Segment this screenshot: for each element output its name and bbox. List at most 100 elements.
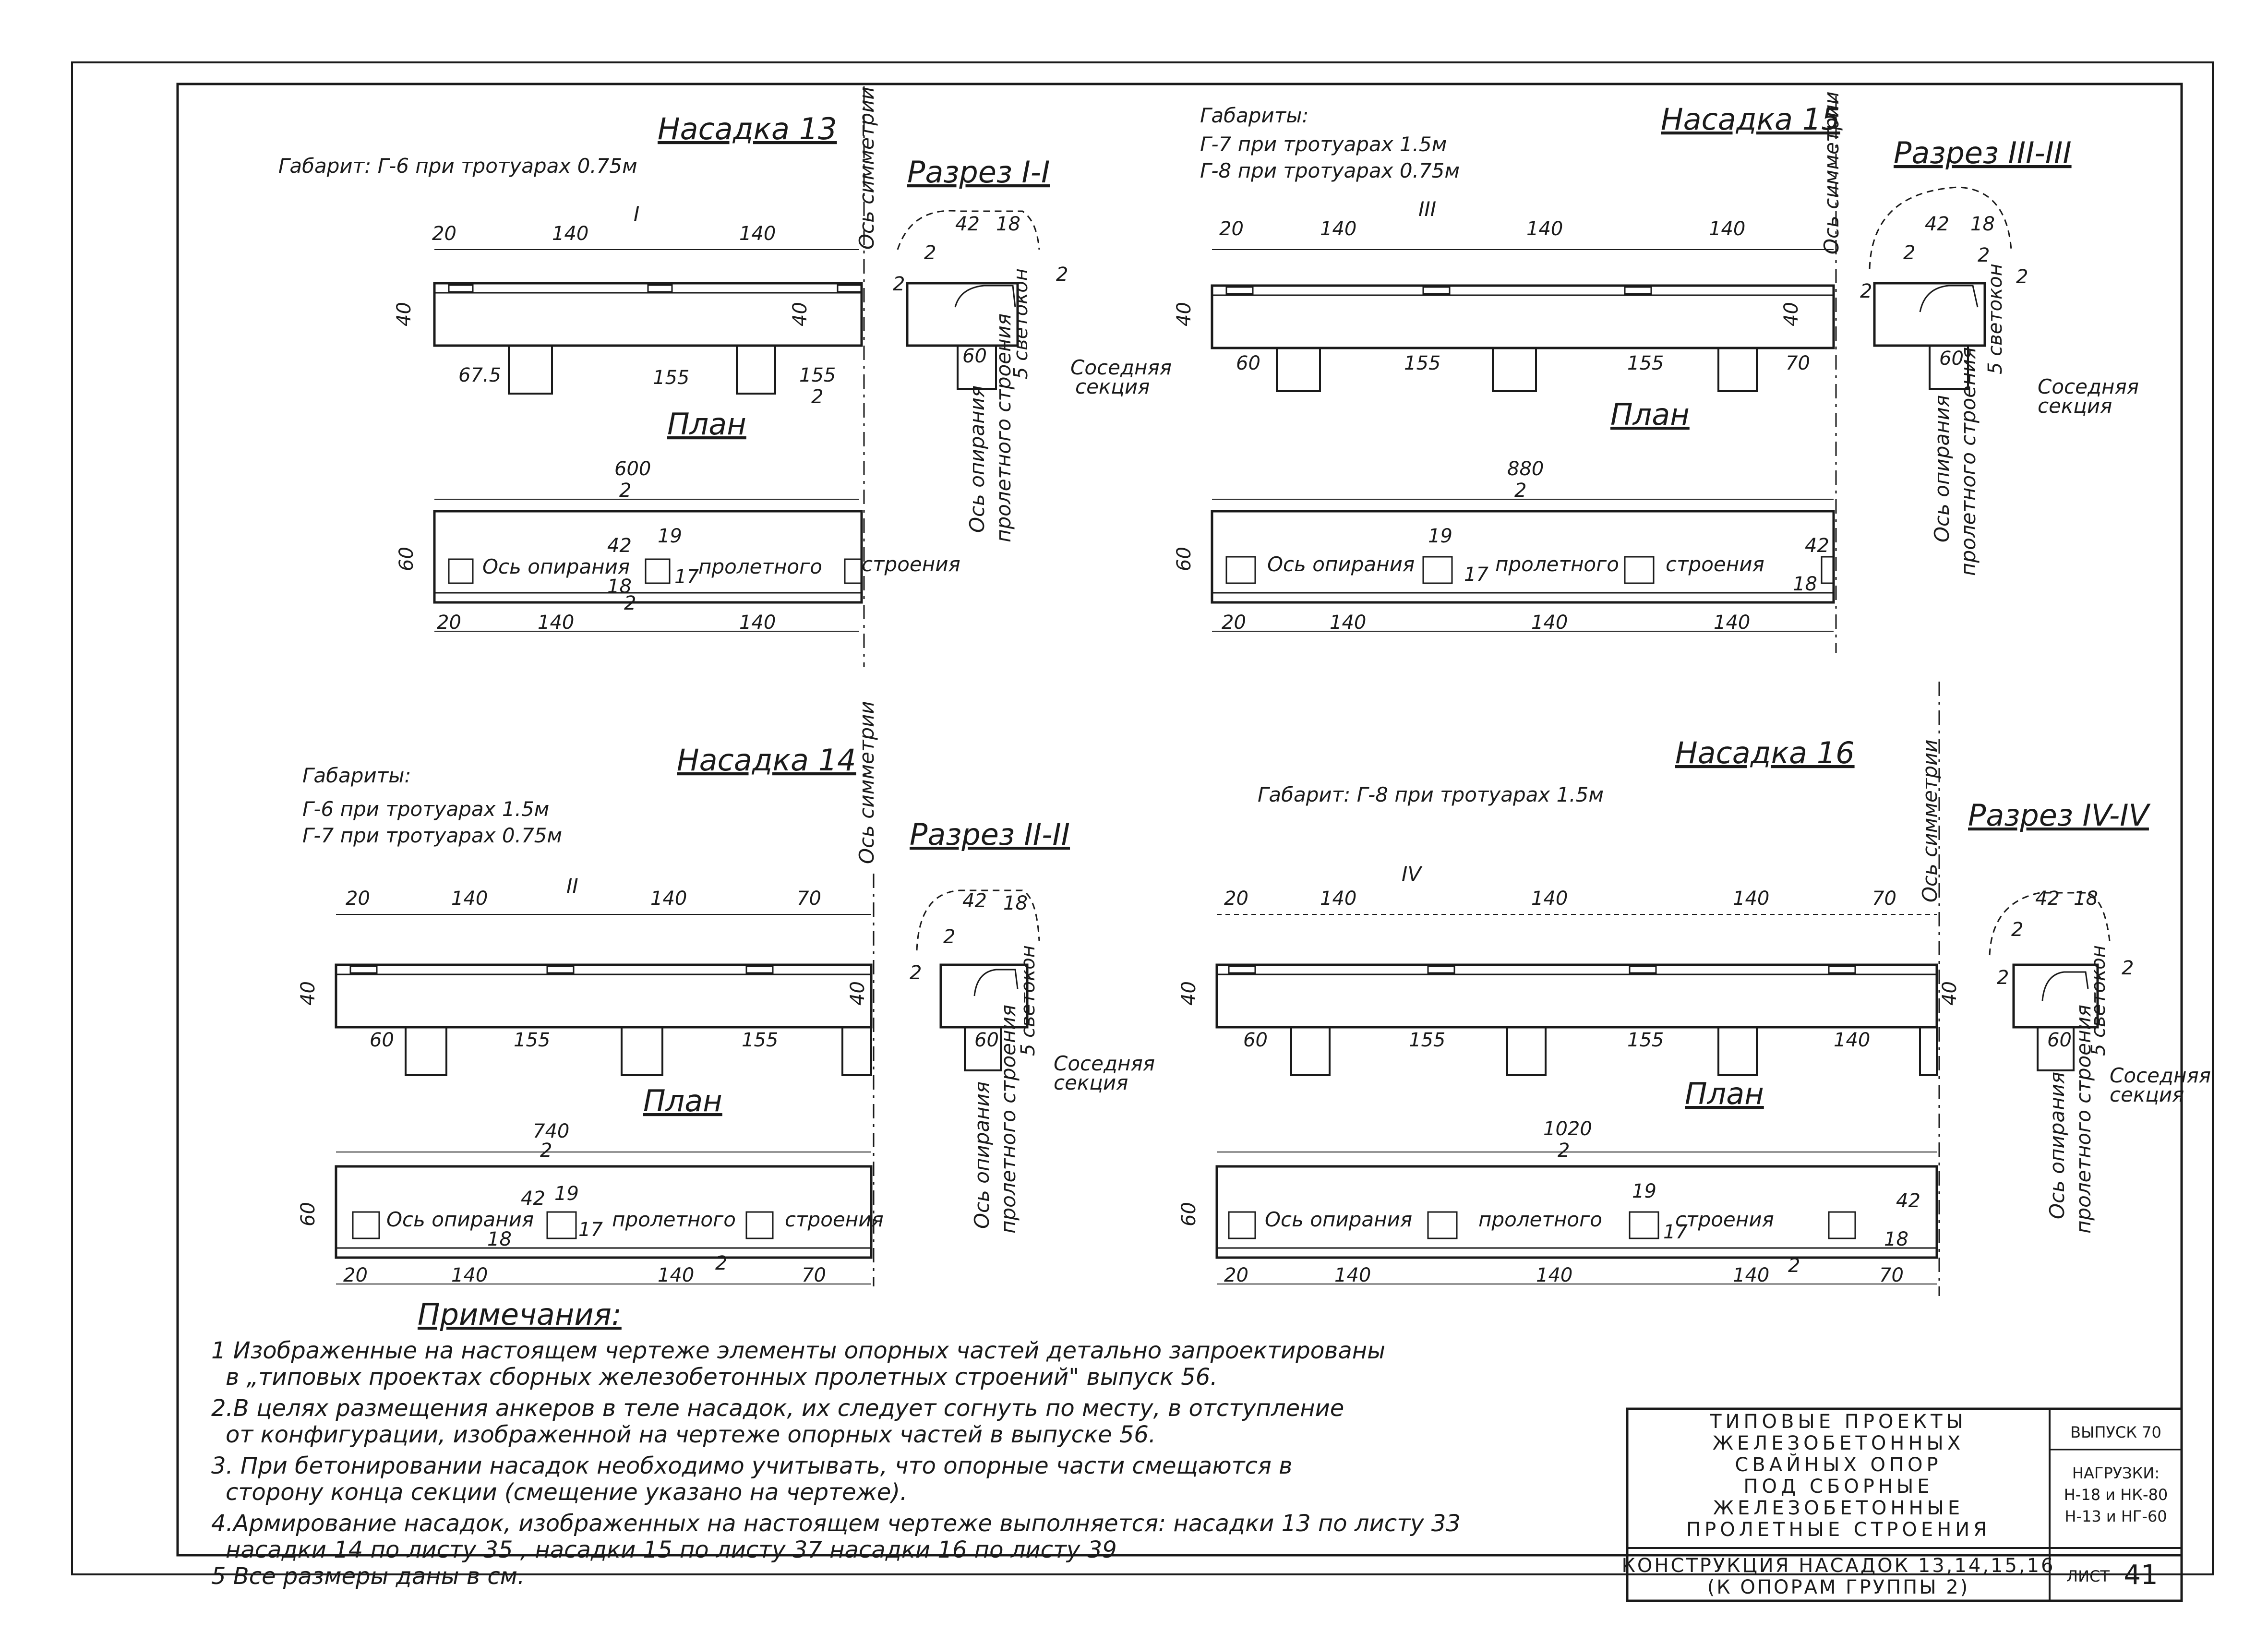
section-note: 5 светокон xyxy=(2088,945,2110,1056)
axis-support-label: пролетного строения xyxy=(992,313,1015,542)
dim-text: 2 xyxy=(1514,480,1526,502)
bearing-part xyxy=(349,965,378,974)
axis-support-label: пролетного строения xyxy=(2072,1005,2095,1234)
section-note: 5 светокон xyxy=(1984,264,2006,374)
dim-text: 19 xyxy=(1632,1180,1656,1202)
bearing-section xyxy=(2041,971,2089,1001)
nasadka-16-title: Насадка 16 xyxy=(1675,735,1855,770)
stamp-project-line: СВАЙНЫХ ОПОР xyxy=(1735,1453,1942,1476)
axis-symmetry-label: Ось симметрии xyxy=(855,701,878,864)
beam-elevation xyxy=(1215,963,1938,1029)
section-pile xyxy=(1929,345,1969,390)
inner-frame xyxy=(176,83,2183,1557)
stamp-project-line: ПРОЛЕТНЫЕ СТРОЕНИЯ xyxy=(1686,1519,1991,1541)
stamp-load: Н-18 и НК-80 xyxy=(2064,1486,2168,1504)
dim-text: 2 xyxy=(1997,967,2009,989)
stamp-project-line: ЖЕЛЕЗОБЕТОННЫЕ xyxy=(1713,1497,1964,1519)
dim-text: 60 xyxy=(1173,547,1195,571)
dim-text: 40 xyxy=(847,981,869,1006)
dim-text: 20 xyxy=(1224,1264,1248,1286)
dim-text: 70 xyxy=(797,888,821,910)
bearing-plan xyxy=(1821,556,1835,584)
stamp-frame xyxy=(1626,1407,2183,1602)
bearing-part xyxy=(837,284,863,293)
plan-axis-label: пролетного xyxy=(1495,552,1619,576)
beam-elevation xyxy=(433,282,863,347)
dim-text: 60 xyxy=(2047,1029,2072,1051)
dim-text: 42 xyxy=(607,535,632,557)
section-pile xyxy=(2037,1026,2075,1071)
section-dashed-contour xyxy=(916,889,1040,951)
dim-text: 140 xyxy=(1709,218,1745,240)
dim-text: 2 xyxy=(2122,957,2134,979)
dim-text: 40 xyxy=(789,302,811,326)
bearing-plan xyxy=(645,558,671,584)
dim-text: 18 xyxy=(1970,213,1995,235)
pile xyxy=(1919,1026,1938,1076)
dim-text: 42 xyxy=(962,890,987,912)
dim-text: 140 xyxy=(451,1264,488,1286)
dim-text: 40 xyxy=(393,302,415,326)
dim-text: 20 xyxy=(432,223,456,245)
plan-axis-label: строения xyxy=(862,552,960,576)
stamp-issue: ВЫПУСК 70 xyxy=(2070,1423,2161,1441)
dim-text: 140 xyxy=(1526,218,1563,240)
dim-text: 2 xyxy=(715,1252,727,1274)
dim-text: 18 xyxy=(1003,892,1028,914)
pile xyxy=(508,345,553,395)
notes-title: Примечания: xyxy=(418,1297,622,1332)
dim-text: 2 xyxy=(910,962,922,984)
dim-text: 40 xyxy=(297,981,319,1006)
nasadka-16-gabarit: Габарит: Г-8 при тротуарах 1.5м xyxy=(1258,783,1604,806)
dim-text: 2 xyxy=(540,1140,552,1162)
bearing-plan xyxy=(1828,1211,1856,1239)
nasadka-14-title: Насадка 14 xyxy=(677,743,856,778)
plan-title: План xyxy=(667,407,746,442)
dim-text: 20 xyxy=(346,888,370,910)
section-dashed-contour xyxy=(897,210,1040,250)
dim-text: 17 xyxy=(1663,1221,1688,1243)
dim-text: 600 xyxy=(614,458,651,480)
pile xyxy=(621,1026,663,1076)
bearing-part xyxy=(1225,286,1254,295)
bearing-section xyxy=(973,969,1019,996)
bearing-plan xyxy=(546,1211,577,1239)
axis-symmetry-label: Ось симметрии xyxy=(1820,91,1843,254)
notes-block: Примечания: 1 Изображенные на настоящем … xyxy=(211,1297,1461,1590)
dim-text: 19 xyxy=(554,1183,579,1205)
dim-text: 2 xyxy=(1860,280,1872,302)
nasadka-13-gabarit: Габарит: Г-6 при тротуарах 0.75м xyxy=(278,154,637,178)
dim-text: 880 xyxy=(1507,458,1544,480)
dim-text: 70 xyxy=(1786,352,1810,374)
plan-axis-label: Ось опирания xyxy=(1265,1208,1412,1231)
bearing-part xyxy=(1228,965,1256,974)
dim-text: 140 xyxy=(1834,1029,1870,1051)
neighbor-section-label: Соседняя xyxy=(1054,1052,1155,1075)
dim-text: 2 xyxy=(2011,919,2023,941)
axis-support-label: Ось опирания xyxy=(2045,1072,2069,1219)
dim-text: 20 xyxy=(343,1264,368,1286)
section-pile xyxy=(964,1026,1002,1071)
gabarit-line: Г-7 при тротуарах 0.75м xyxy=(302,824,562,847)
dim-text: 140 xyxy=(1334,1264,1371,1286)
axis-support-label: Ось опирания xyxy=(1930,395,1954,542)
plan-axis-label: строения xyxy=(1675,1208,1774,1231)
plan-title: План xyxy=(1685,1076,1764,1111)
dim-text: 42 xyxy=(1805,535,1829,557)
stamp-loads-title: НАГРУЗКИ: xyxy=(2072,1464,2160,1482)
dim-text: 140 xyxy=(1733,888,1769,910)
stamp-project-line: ПОД СБОРНЫЕ xyxy=(1743,1476,1933,1498)
gabarit-line: Г-7 при тротуарах 1.5м xyxy=(1200,132,1447,156)
dim-text: 70 xyxy=(802,1264,826,1286)
dim-text: 2 xyxy=(619,480,631,502)
dim-text: 2 xyxy=(1788,1255,1800,1277)
section-note: 5 светокон xyxy=(1010,268,1032,379)
dim-text: 18 xyxy=(607,576,632,598)
dim-text: 60 xyxy=(370,1029,394,1051)
dim-text: 140 xyxy=(1330,612,1366,634)
section-pile xyxy=(957,345,997,390)
dim-text: 155 xyxy=(1404,352,1440,374)
stamp-caption: (К ОПОРАМ ГРУППЫ 2) xyxy=(1707,1576,1970,1598)
dim-text: 140 xyxy=(1531,888,1568,910)
